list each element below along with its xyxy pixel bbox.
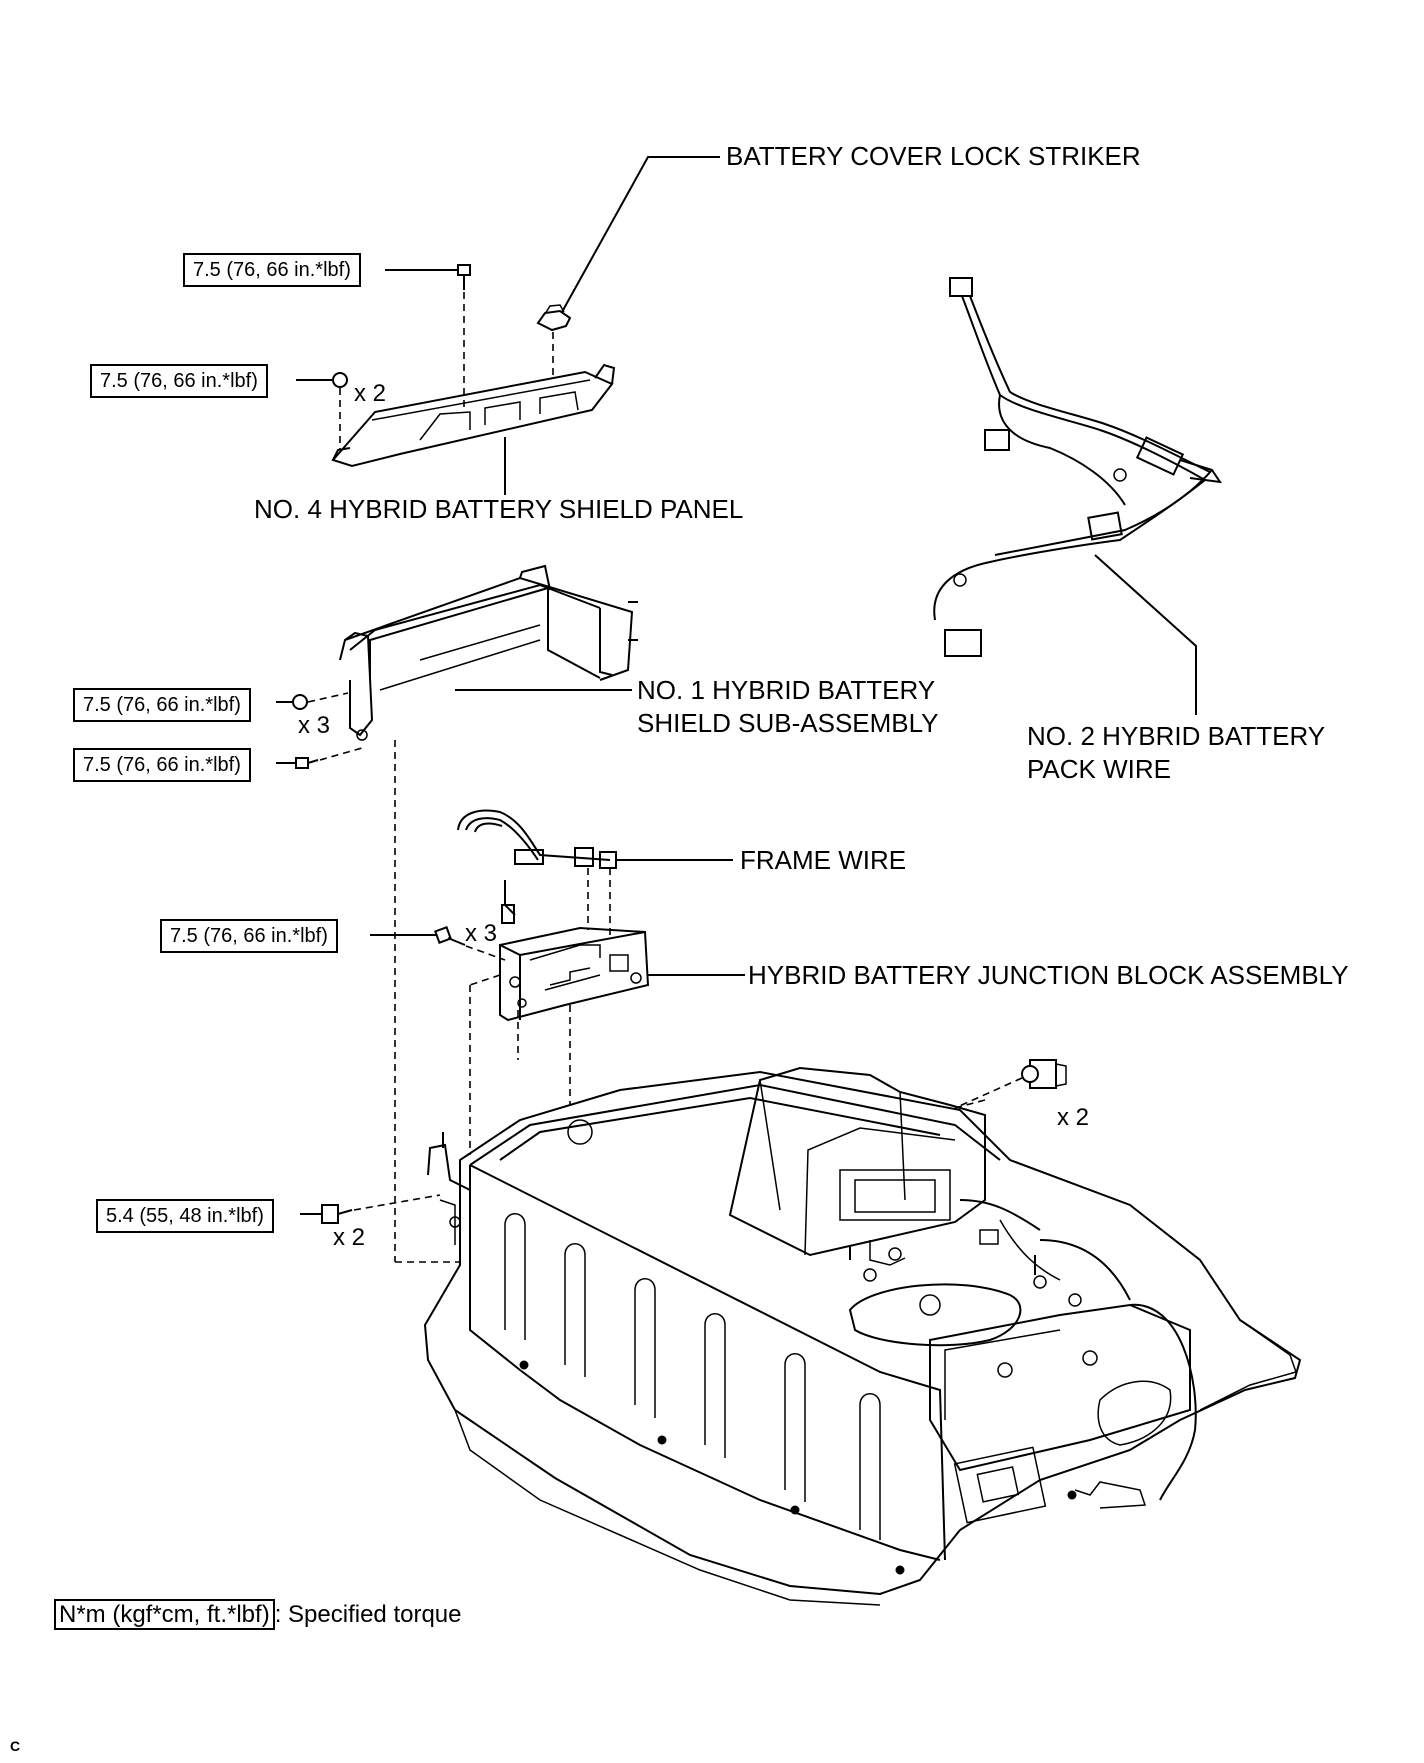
label-no1-shield-line1: NO. 1 HYBRID BATTERY — [637, 675, 936, 705]
no4-shield-panel-part — [331, 363, 616, 468]
label-no1-shield-line2: SHIELD SUB-ASSEMBLY — [637, 708, 939, 738]
bolt-lower — [321, 1194, 441, 1224]
legend-unit-box: N*m (kgf*cm, ft.*lbf) — [54, 1599, 275, 1630]
battery-cover-lock-striker-part — [536, 304, 572, 378]
qty-clip-right: x 2 — [1057, 1104, 1090, 1131]
label-battery-cover-lock-striker: BATTERY COVER LOCK STRIKER — [726, 141, 1141, 171]
label-no2-pack-wire-line2: PACK WIRE — [1027, 754, 1171, 784]
figure-code: C — [10, 1738, 21, 1754]
guide-line-clip — [954, 1099, 986, 1109]
leader-lock-striker — [561, 156, 720, 313]
qty-nut-shield: x 3 — [298, 712, 331, 739]
torque-box-bolt-top: 7.5 (76, 66 in.*lbf) — [183, 253, 361, 287]
nut-panel — [332, 372, 348, 450]
leader-pack-wire — [1094, 554, 1197, 715]
legend-text: : Specified torque — [274, 1601, 462, 1628]
label-junction-block: HYBRID BATTERY JUNCTION BLOCK ASSEMBLY — [748, 960, 1349, 990]
qty-bolt-junction: x 3 — [465, 920, 498, 947]
qty-nut-panel: x 2 — [354, 380, 387, 407]
torque-box-nut-shield: 7.5 (76, 66 in.*lbf) — [73, 688, 251, 722]
label-no4-shield-panel: NO. 4 HYBRID BATTERY SHIELD PANEL — [254, 494, 744, 524]
bolt-shield — [295, 747, 363, 769]
nut-shield — [292, 692, 349, 710]
label-no2-pack-wire-line1: NO. 2 HYBRID BATTERY — [1027, 721, 1326, 751]
torque-legend: N*m (kgf*cm, ft.*lbf): Specified torque — [54, 1597, 462, 1633]
qty-bolt-lower: x 2 — [333, 1224, 366, 1251]
torque-box-bolt-junction: 7.5 (76, 66 in.*lbf) — [160, 919, 338, 953]
frame-wire-part — [457, 809, 617, 940]
clip-right — [954, 1059, 1067, 1109]
battery-pack-assembly — [423, 1066, 1302, 1606]
label-frame-wire: FRAME WIRE — [740, 845, 907, 875]
torque-box-nut-panel: 7.5 (76, 66 in.*lbf) — [90, 364, 268, 398]
torque-box-bolt-shield: 7.5 (76, 66 in.*lbf) — [73, 748, 251, 782]
torque-box-bolt-lower: 5.4 (55, 48 in.*lbf) — [96, 1199, 274, 1233]
no1-shield-sub-assembly-part — [339, 564, 638, 1263]
bolt-junction-block — [434, 926, 506, 961]
junction-block-part — [469, 926, 650, 1155]
no2-pack-wire-part — [933, 277, 1223, 657]
bolt-top — [457, 264, 471, 412]
